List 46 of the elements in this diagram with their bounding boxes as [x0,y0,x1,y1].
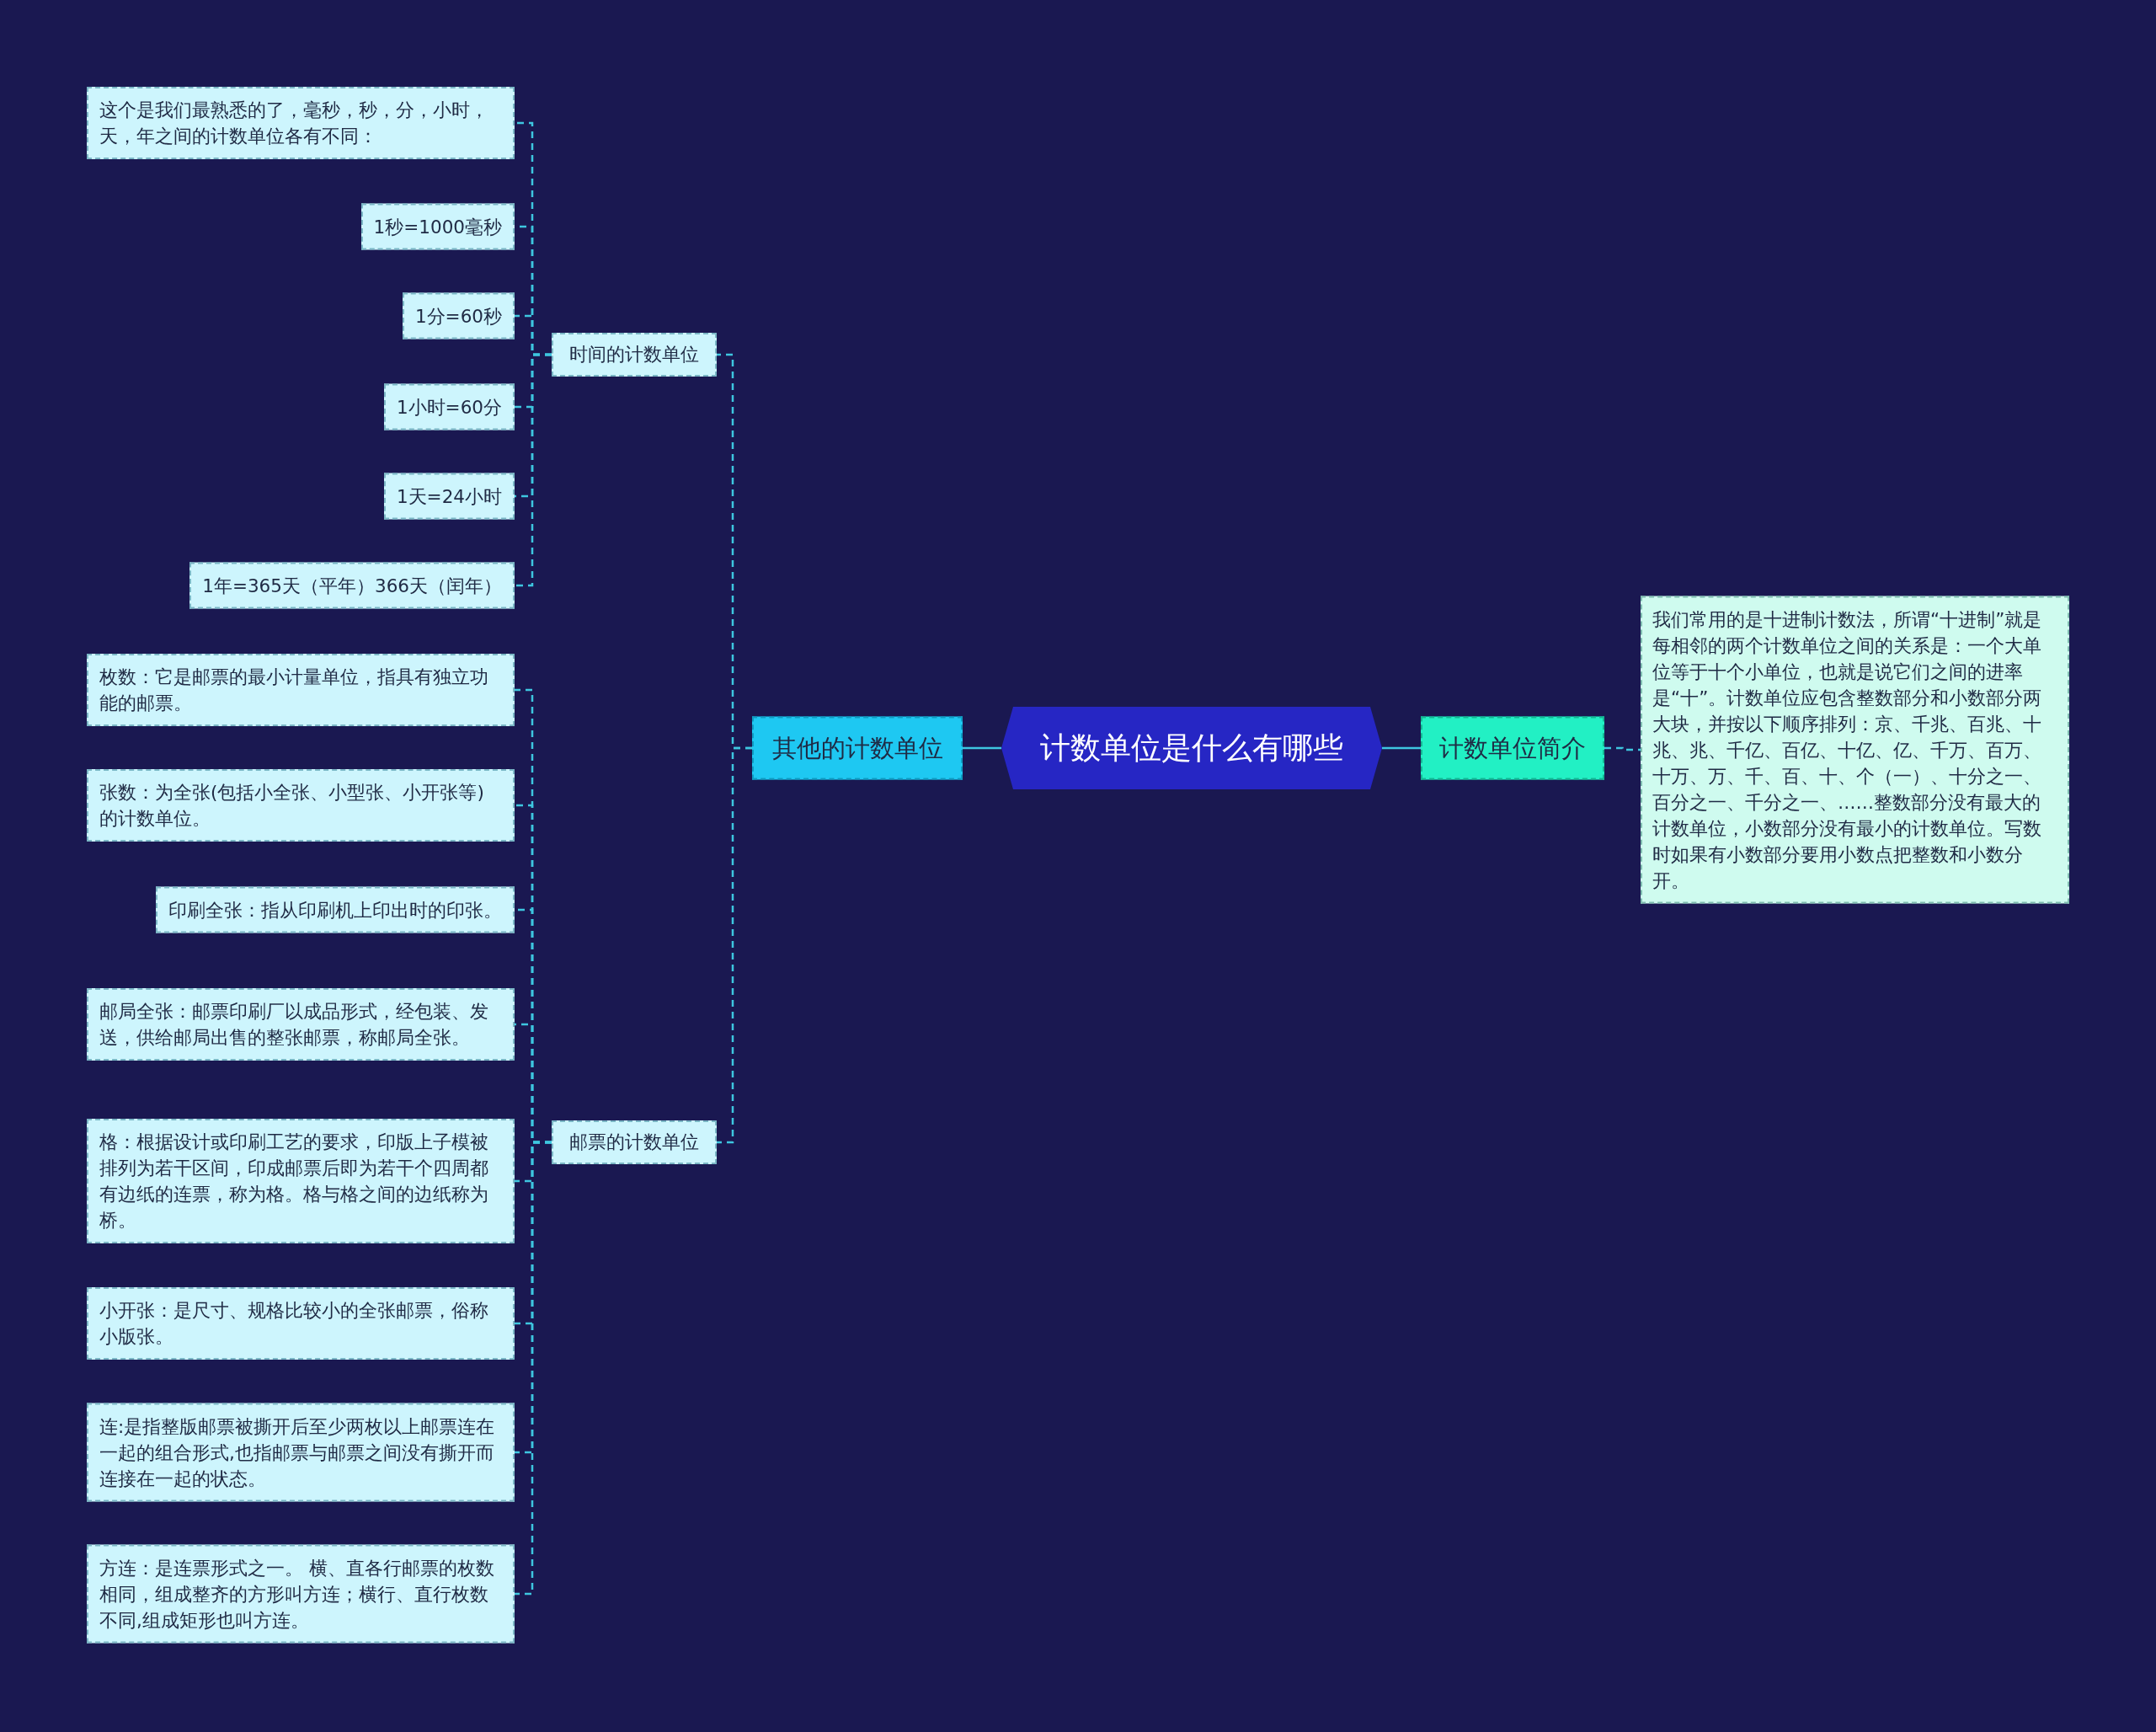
leaf-text: 方连：是连票形式之一。 横、直各行邮票的枚数相同，组成整齐的方形叫方连；横行、直行枚数不同,组成矩形也叫方连。 [99,1556,495,1633]
leaf-box [383,473,515,520]
leaf-text: 枚数：它是邮票的最小计量单位，指具有独立功能的邮票。 [99,666,489,715]
leaf-box [156,886,515,933]
leaf-text: 印刷全张：指从印刷机上印出时的印张。 [168,898,502,922]
leaf-box [383,383,515,430]
leaf-text: 这个是我们最熟悉的了，毫秒，秒，分，小时，天，年之间的计数单位各有不同： [99,99,489,148]
connector-line [1382,746,1421,750]
topic-text: 邮票的计数单位 [569,1131,699,1154]
connector-line [515,1141,552,1596]
note-box [1641,596,2069,904]
leaf-box [87,1403,515,1502]
branch-box [752,716,963,780]
leaf-text: 1分=60秒 [414,304,502,329]
leaf-box [189,562,515,609]
connector-line [515,353,552,587]
leaf-text: 1小时=60分 [396,395,502,420]
leaf-text: 邮局全张：邮票印刷厂以成品形式，经包装、发送，供给邮局出售的整张邮票，称邮局全张。 [99,1000,489,1050]
leaf-box [87,769,515,842]
leaf-box [87,1544,515,1644]
topic-text: 计数单位简介 [1439,732,1586,763]
topic-text: 计数单位是什么有哪些 [1040,729,1343,767]
leaf-text: 1天=24小时 [396,484,502,509]
connector-line [963,746,1001,750]
subtopic-box [552,1120,717,1164]
leaf-box [402,292,515,339]
leaf-box [87,87,515,159]
leaf-text: 连:是指整版邮票被撕开后至少两枚以上邮票连在一起的组合形式,也指邮票与邮票之间没有撕开而连接在一起的状态。 [99,1414,496,1491]
leaf-box [87,1119,515,1243]
connector-line [1604,746,1641,751]
leaf-text: 1秒=1000毫秒 [373,215,502,239]
leaf-text: 小开张：是尺寸、规格比较小的全张邮票，俗称小版张。 [99,1299,489,1349]
branch-box [1421,716,1604,780]
leaf-text: 1年=365天（平年）366天（闰年） [202,574,502,598]
note-text: 我们常用的是十进制计数法，所谓“十进制”就是每相邻的两个计数单位之间的关系是：一个大单位等于十个小单位，也就是说它们之间的进率是“十”。计数单位应包含整数部分和小数部分两大块，并按以下顺序排列：京、千兆、百兆、十兆、兆、千亿、百亿、十亿、亿、千万、百万、十万、万、千、百、十、个（一）、十分之一、百分之一、千分之一、……整数部分没有最大的计数单位，小数部分没有最小的计数单位。写数时如果有小数部分要用小数点把整数和小数分开。 [1652,607,2043,893]
leaf-box [87,654,515,726]
leaf-text: 格：根据设计或印刷工艺的要求，印版上子模被排列为若干区间，印成邮票后即为若干个四周都有边纸的连票，称为格。格与格之间的边纸称为桥。 [99,1131,489,1232]
topic-text: 其他的计数单位 [771,732,943,763]
central-topic-hexagon [1001,707,1382,789]
leaf-text: 张数：为全张(包括小全张、小型张、小开张等)的计数单位。 [99,781,485,831]
subtopic-box [552,333,717,377]
leaf-box [87,1287,515,1360]
topic-text: 时间的计数单位 [569,343,699,366]
leaf-box [360,203,515,250]
leaf-box [87,988,515,1061]
connector-line [717,746,752,1144]
